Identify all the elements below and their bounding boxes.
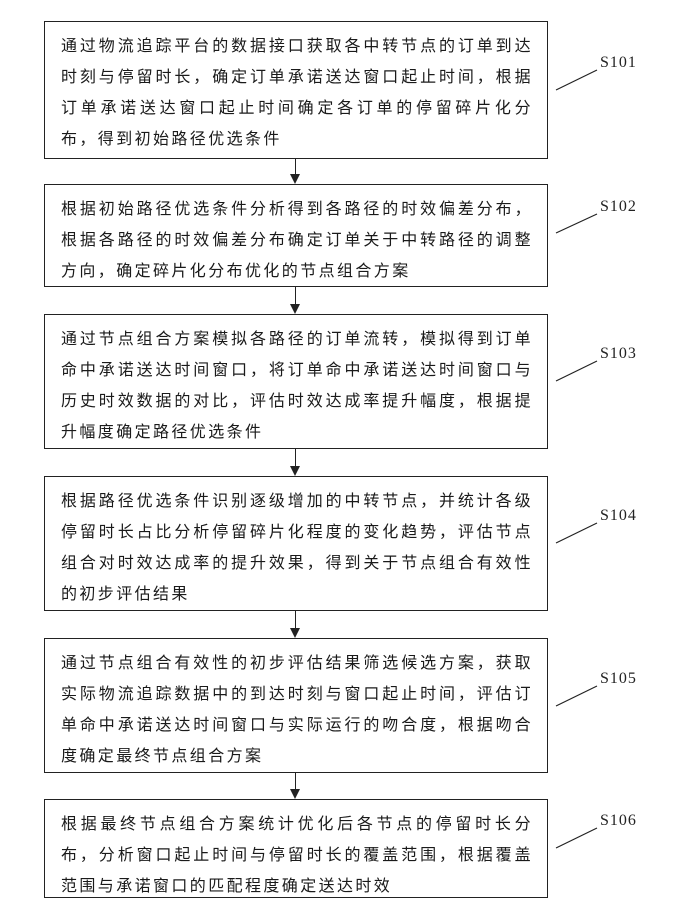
step-label-s102: S102 (600, 198, 637, 216)
leader-line-s105 (556, 686, 597, 706)
step-label-s104: S104 (600, 507, 637, 525)
leader-line-s103 (556, 361, 597, 381)
leader-line-s104 (556, 523, 597, 543)
step-label-s105: S105 (600, 670, 637, 688)
step-label-s103: S103 (600, 345, 637, 363)
leader-line-s106 (556, 828, 597, 848)
step-label-s106: S106 (600, 812, 637, 830)
leader-line-s102 (556, 214, 597, 233)
leader-line-s101 (556, 70, 597, 90)
step-label-s101: S101 (600, 54, 637, 72)
